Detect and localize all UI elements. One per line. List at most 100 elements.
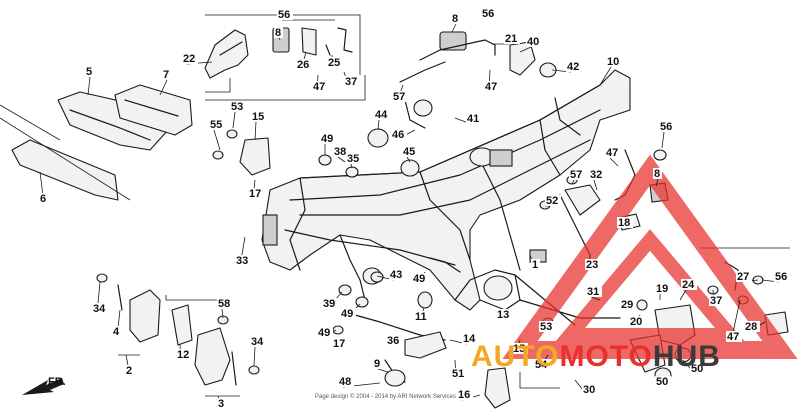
callout-bg <box>659 121 675 132</box>
leader-line-24 <box>679 289 687 301</box>
copyright-caption: Page design © 2004 - 2014 by ARI Network… <box>315 393 456 400</box>
lower-left-parts <box>96 273 260 386</box>
callout-18: 18 <box>618 217 630 229</box>
callout-bg <box>248 188 264 199</box>
leader-line-53 <box>232 111 236 129</box>
callout-29: 29 <box>621 299 633 311</box>
callout-bg <box>744 321 760 332</box>
callout-57: 57 <box>393 91 405 103</box>
callout-31: 31 <box>587 286 599 298</box>
callout-22: 22 <box>183 53 195 65</box>
callout-bg <box>531 259 540 270</box>
callout-43: 43 <box>390 269 402 281</box>
callout-21: 21 <box>505 33 517 45</box>
mid-brackets <box>212 128 420 178</box>
callout-49: 49 <box>321 133 333 145</box>
leader-line-15 <box>254 121 257 141</box>
callout-bg <box>182 53 198 64</box>
callout-56: 56 <box>278 9 290 21</box>
leader-line-5 <box>87 76 91 96</box>
callout-bg <box>320 133 336 144</box>
callout-11: 11 <box>415 311 427 323</box>
callout-3: 3 <box>218 398 224 410</box>
front-direction-indicator: FR. <box>22 376 66 395</box>
callout-34: 34 <box>93 303 106 315</box>
callout-bg <box>92 303 108 314</box>
callout-bg <box>344 76 360 87</box>
callout-bg <box>209 119 225 130</box>
callout-bg <box>736 271 752 282</box>
callout-1: 1 <box>532 259 538 271</box>
callout-56: 56 <box>660 121 672 133</box>
callout-bg <box>629 316 645 327</box>
callout-bg <box>235 255 251 266</box>
callout-49: 49 <box>341 308 353 320</box>
callout-53: 53 <box>540 321 552 333</box>
callout-47: 47 <box>485 81 497 93</box>
callout-bg <box>620 299 636 310</box>
callout-bg <box>496 309 512 320</box>
leader-line-35 <box>350 163 353 169</box>
callout-58: 58 <box>218 298 230 310</box>
callout-19: 19 <box>656 283 668 295</box>
callout-27: 27 <box>737 271 749 283</box>
front-arrow-icon <box>22 378 64 395</box>
callout-28: 28 <box>745 321 757 333</box>
watermark-word-moto: MOTO <box>559 340 652 373</box>
leader-line-47 <box>609 157 619 167</box>
callout-25: 25 <box>328 57 340 69</box>
leader-line-32 <box>593 179 598 191</box>
callout-bg <box>526 36 542 47</box>
callout-bg <box>333 146 349 157</box>
callout-bg <box>277 9 293 20</box>
callout-37: 37 <box>710 295 722 307</box>
leader-line-40 <box>519 46 532 53</box>
callout-bg <box>589 169 605 180</box>
callout-14: 14 <box>463 333 476 345</box>
leader-line-10 <box>599 66 612 86</box>
callout-bg <box>653 168 662 179</box>
callout-20: 20 <box>630 316 642 328</box>
callout-47: 47 <box>727 331 739 343</box>
leader-line-8 <box>655 178 659 187</box>
callout-bg <box>681 279 697 290</box>
leader-line-57 <box>571 179 575 185</box>
callout-bg <box>534 359 550 370</box>
callout-bg <box>230 101 246 112</box>
callout-bg <box>217 298 233 309</box>
callout-35: 35 <box>347 153 359 165</box>
callout-5: 5 <box>86 66 92 78</box>
callout-bg <box>176 349 192 360</box>
callout-bg <box>512 343 528 354</box>
callout-26: 26 <box>297 59 309 71</box>
callout-bg <box>582 384 598 395</box>
callout-15: 15 <box>513 343 525 355</box>
callout-bg <box>322 298 338 309</box>
callout-bg <box>338 376 354 387</box>
leader-line-7 <box>159 79 168 96</box>
callout-bg <box>125 365 134 376</box>
callout-49: 49 <box>413 273 425 285</box>
callout-bg <box>606 56 622 67</box>
callout-bg <box>605 147 621 158</box>
callout-bg <box>457 389 473 400</box>
callout-42: 42 <box>567 61 579 73</box>
callout-56: 56 <box>775 271 787 283</box>
callout-bg <box>312 81 328 92</box>
callout-bg <box>726 331 742 342</box>
callout-bg <box>655 376 671 387</box>
leader-line-31 <box>590 296 601 301</box>
callout-49: 49 <box>318 327 330 339</box>
callout-bg <box>317 327 333 338</box>
callout-bg <box>250 336 266 347</box>
callout-bg <box>481 8 497 19</box>
callout-16: 16 <box>458 389 470 401</box>
callout-47: 47 <box>606 147 618 159</box>
callout-bg <box>327 57 343 68</box>
callout-8: 8 <box>654 168 660 180</box>
callout-bg <box>451 13 460 24</box>
leader-line-55 <box>213 129 221 151</box>
callout-12: 12 <box>177 349 189 361</box>
